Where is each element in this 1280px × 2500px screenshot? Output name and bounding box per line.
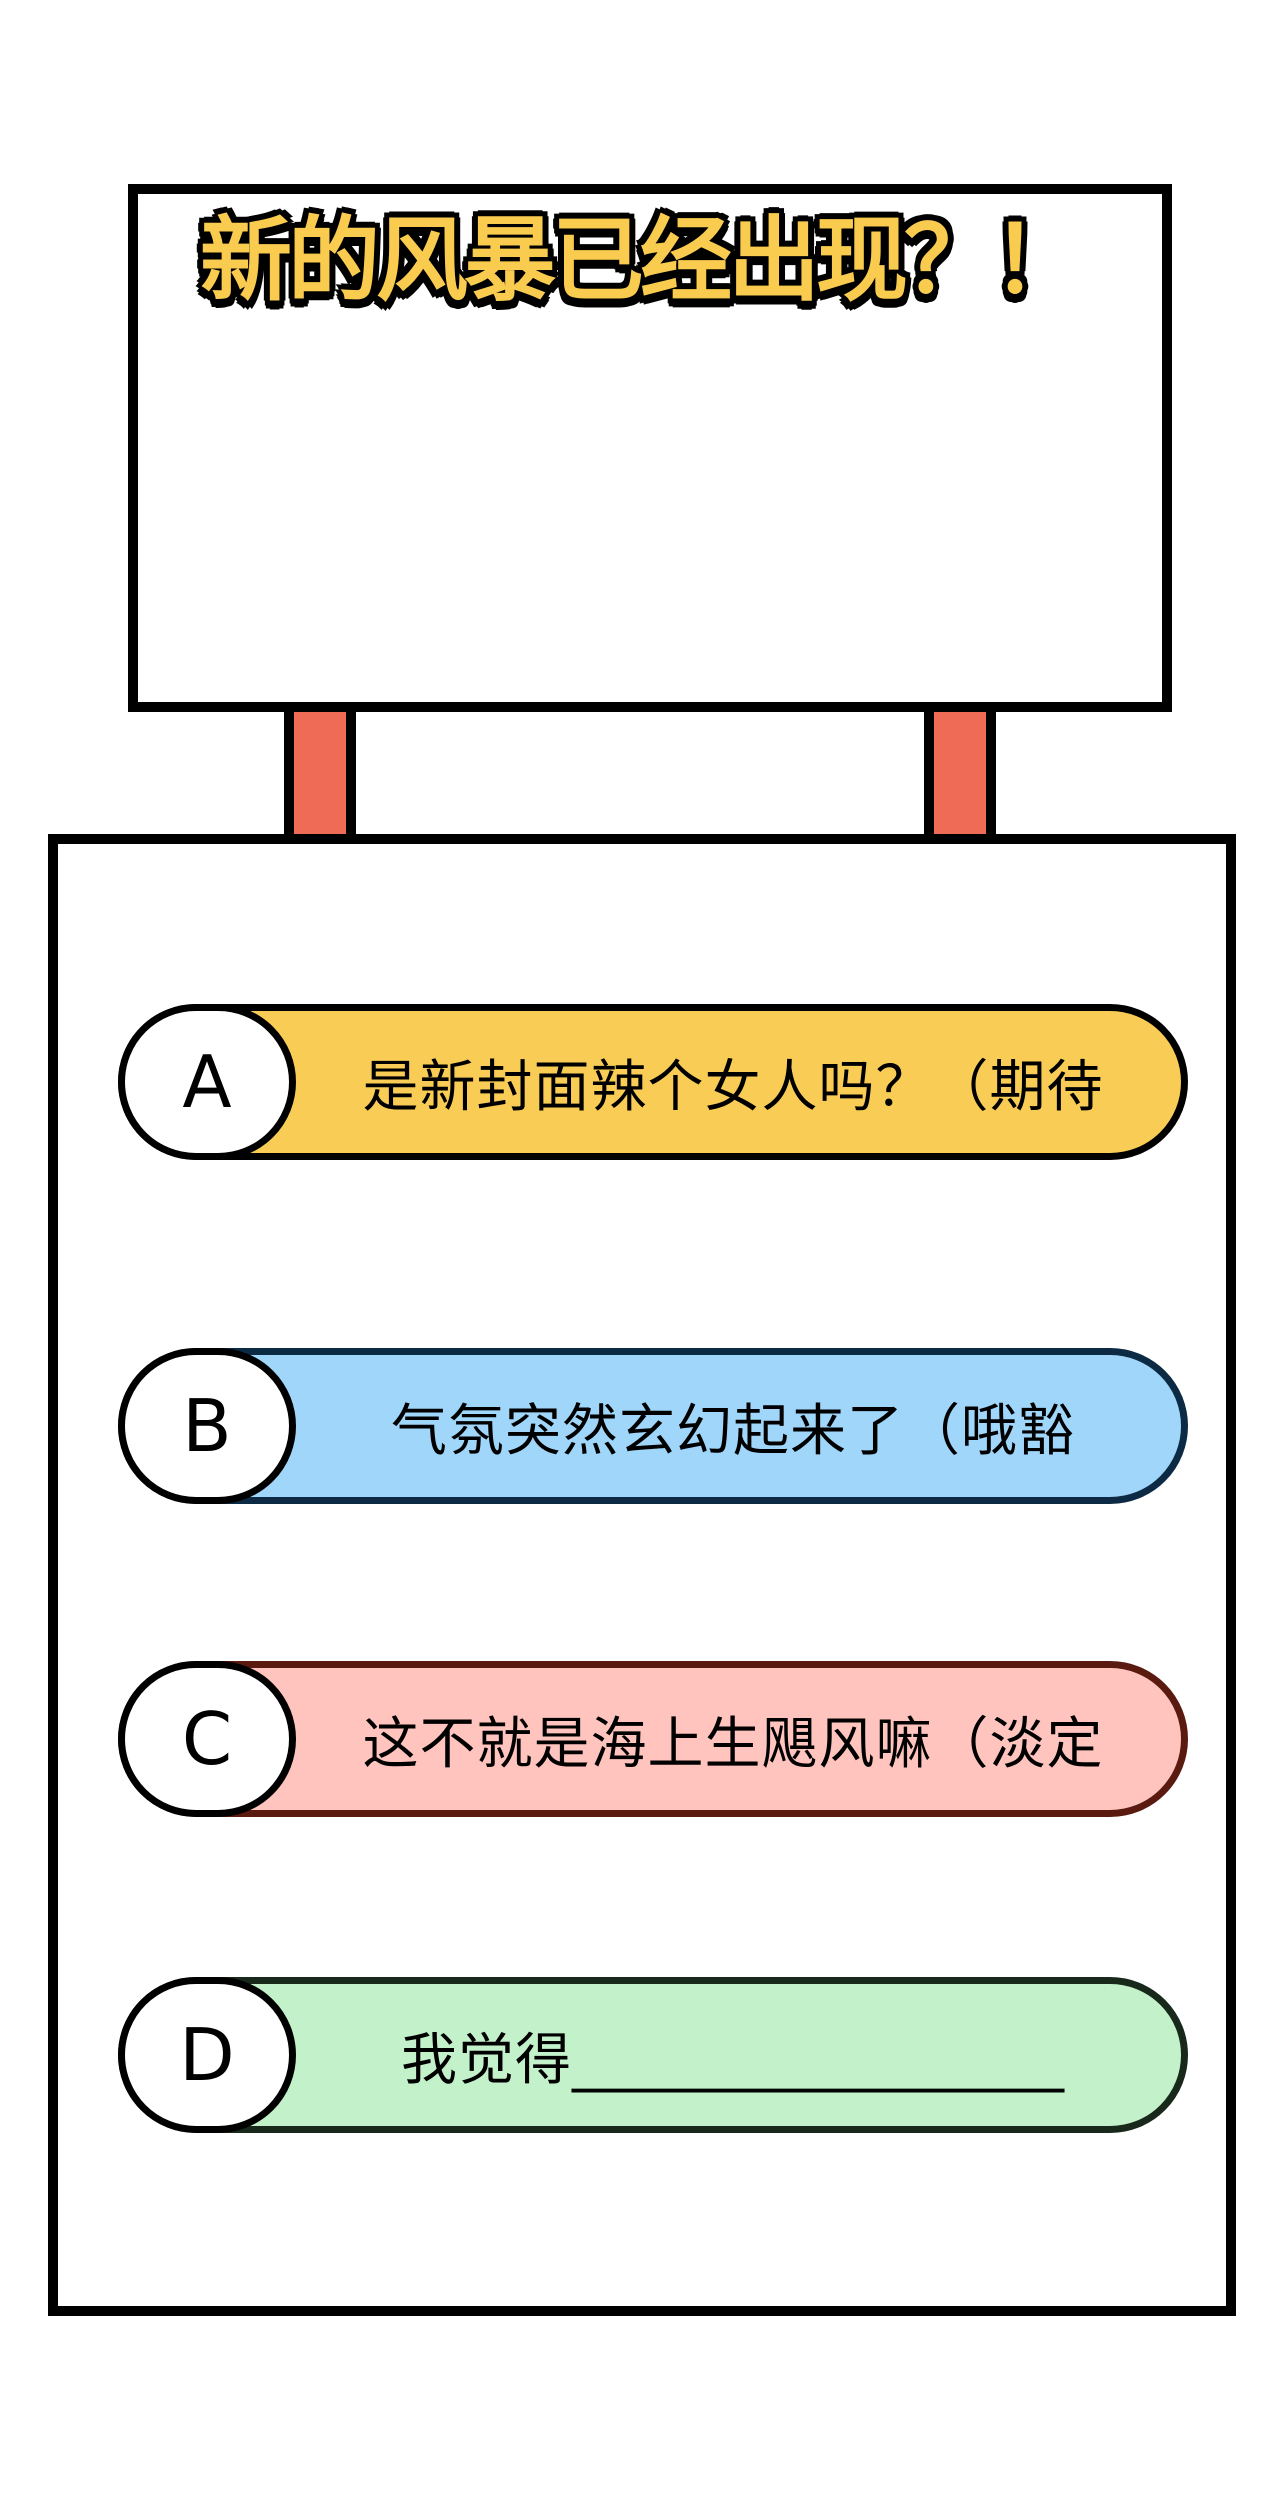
option-c[interactable]: C 这不就是海上生飓风嘛（淡定 xyxy=(118,1661,1188,1817)
option-b-badge: B xyxy=(118,1348,296,1504)
option-a-text: 是新封面辣个女人吗？（期待 xyxy=(362,1054,1104,1120)
page-title: 新的风暴已经出现？！ xyxy=(199,207,1084,314)
board-post-left xyxy=(284,700,356,846)
option-a-badge: A xyxy=(118,1004,296,1160)
board-post-right xyxy=(924,700,996,846)
option-b-text: 气氛突然玄幻起来了（哦豁 xyxy=(391,1398,1075,1464)
option-letter: A xyxy=(182,1040,232,1124)
option-d-badge: D xyxy=(118,1977,296,2133)
options-panel: A 是新封面辣个女人吗？（期待 B 气氛突然玄幻起来了（哦豁 C 这不就是海上生… xyxy=(48,834,1236,2316)
option-letter: B xyxy=(182,1384,232,1468)
option-c-badge: C xyxy=(118,1661,296,1817)
option-letter: D xyxy=(179,2013,235,2097)
option-c-text: 这不就是海上生飓风嘛（淡定 xyxy=(362,1711,1104,1777)
option-a[interactable]: A 是新封面辣个女人吗？（期待 xyxy=(118,1004,1188,1160)
option-b[interactable]: B 气氛突然玄幻起来了（哦豁 xyxy=(118,1348,1188,1504)
title-board xyxy=(128,184,1172,712)
option-d[interactable]: D 我觉得_________________ xyxy=(118,1977,1188,2133)
option-d-text: 我觉得_________________ xyxy=(401,2027,1065,2093)
option-letter: C xyxy=(181,1697,233,1781)
